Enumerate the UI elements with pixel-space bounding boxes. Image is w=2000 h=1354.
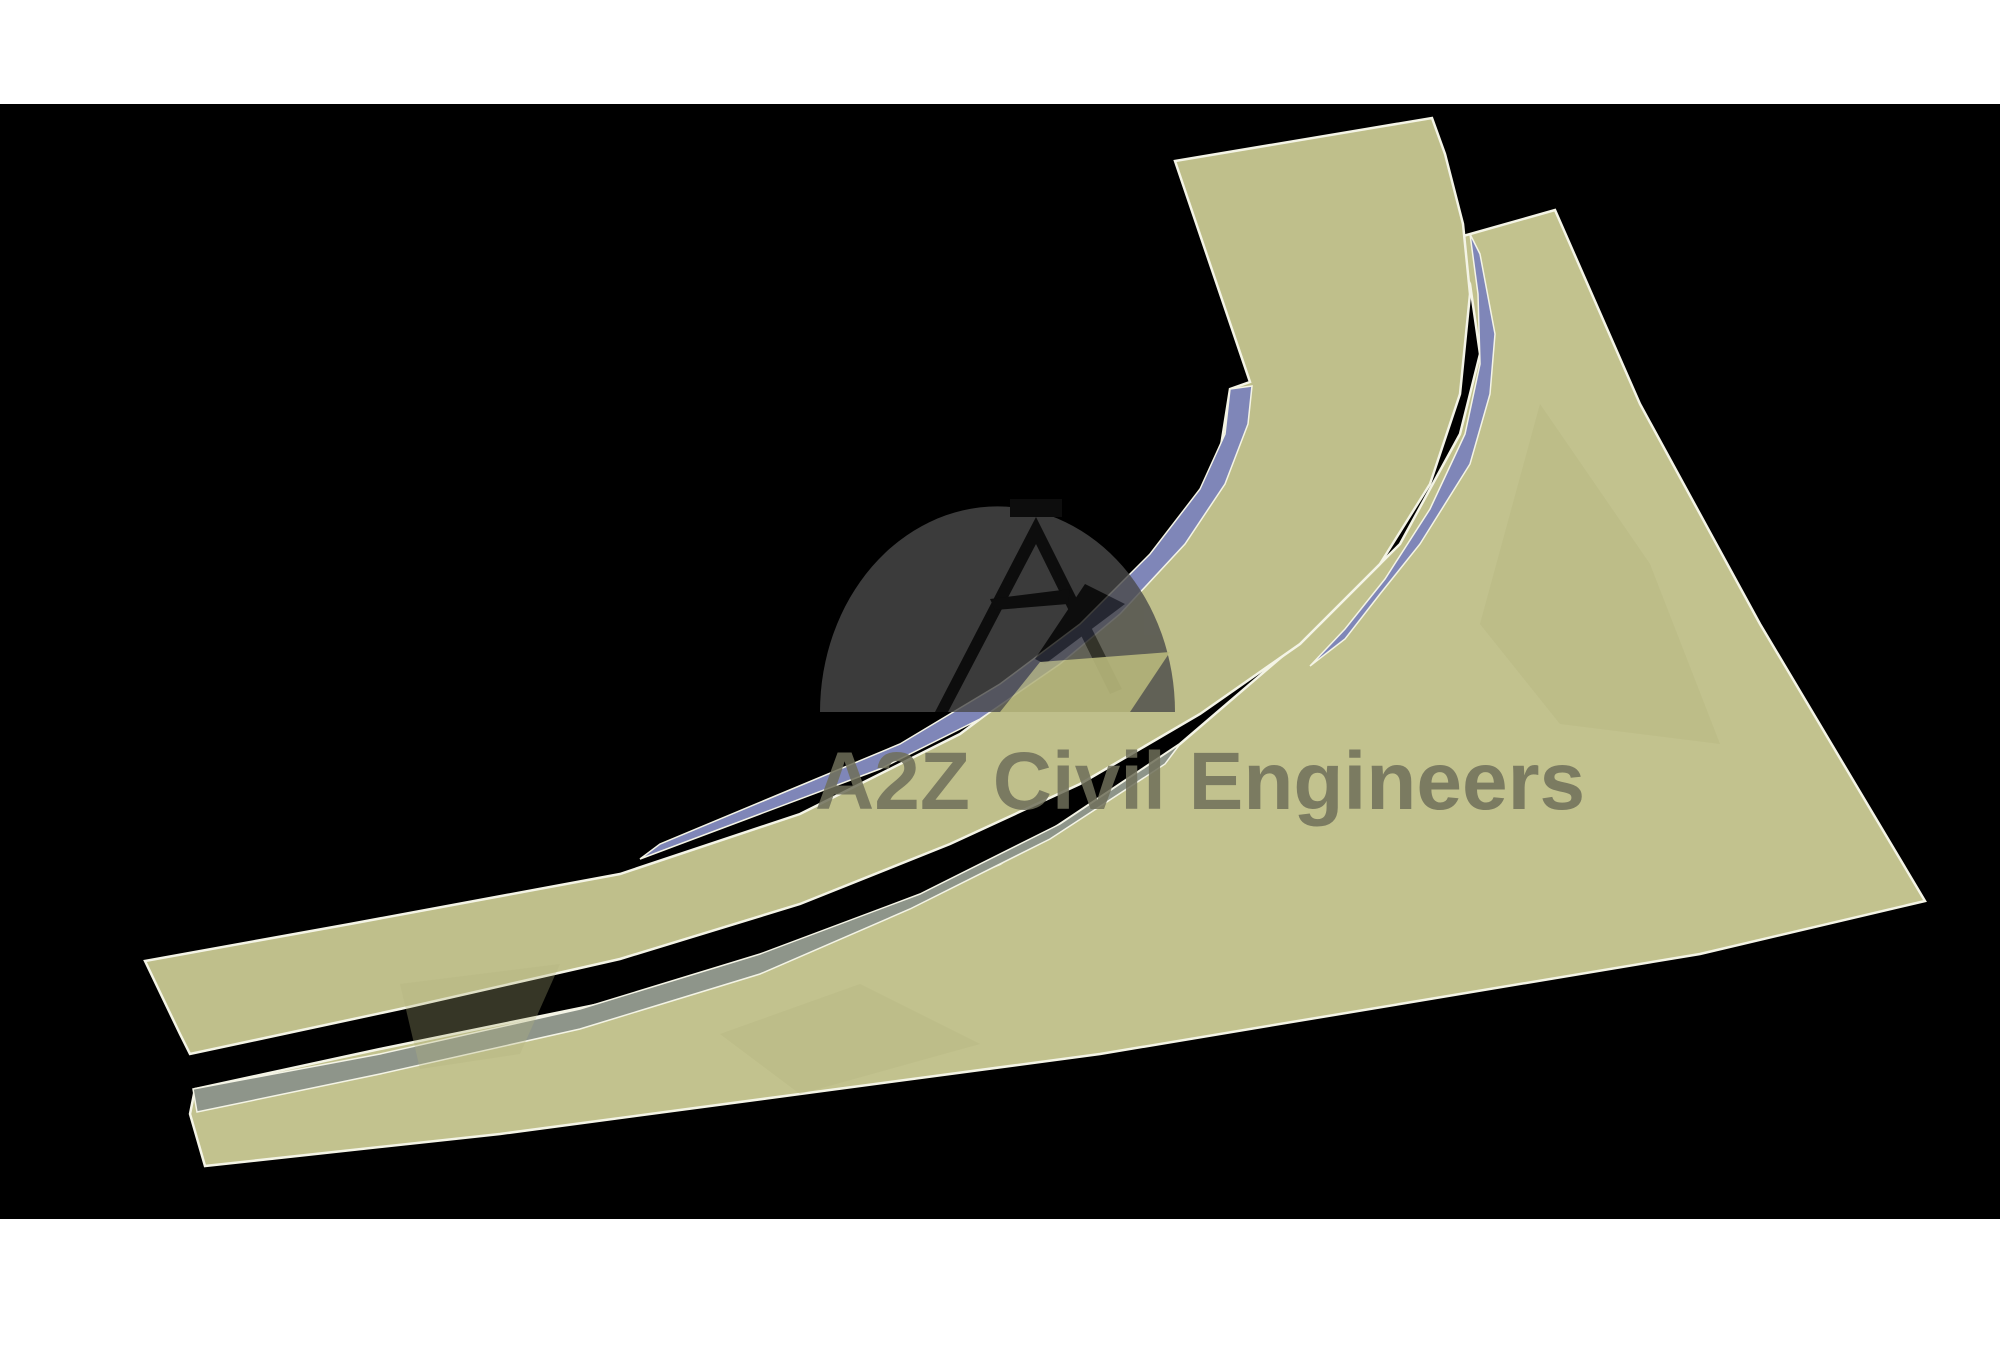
watermark-text: A2Z Civil Engineers [815,736,1585,827]
terrain-facet [720,984,980,1094]
right-channel-strip [1309,233,1496,667]
terrain-facet [400,964,560,1069]
watermark-logo [820,499,1175,712]
logo-road-tile [1000,652,1170,712]
survey-tripod-icon [935,499,1125,712]
corridor-surface-view: A2Z Civil Engineers [143,116,1927,1168]
cad-viewport[interactable]: A2Z Civil Engineers [0,104,2000,1219]
lower-channel-strip [192,743,1181,1113]
inner-channel-strip [639,385,1253,860]
terrain-facet [1480,404,1720,744]
outer-corridor-surface [188,208,1927,1168]
